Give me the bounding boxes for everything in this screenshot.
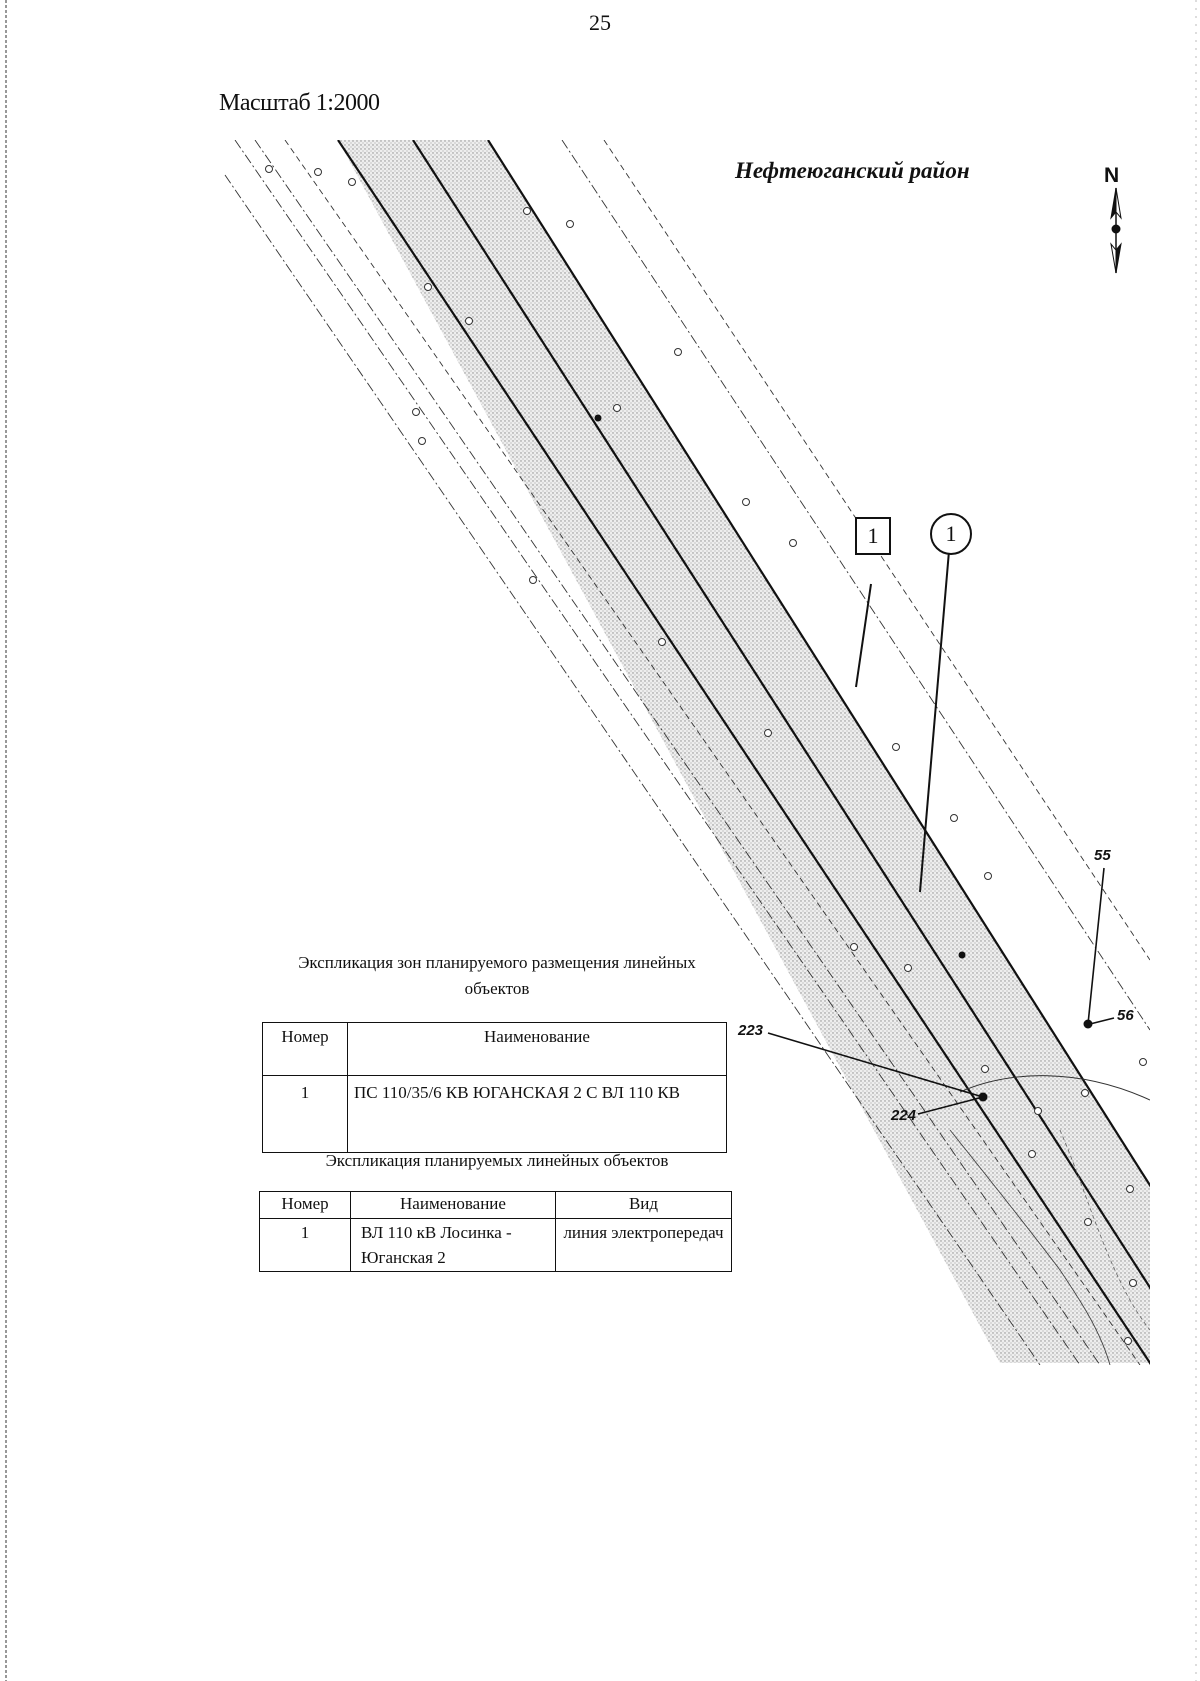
- zones-table: Номер Наименование 1 ПС 110/35/6 КВ ЮГАН…: [262, 1022, 727, 1153]
- zone-callout: 1: [855, 517, 891, 555]
- line-callout: 1: [930, 513, 972, 555]
- header-number: Номер: [262, 1022, 348, 1076]
- header-number: Номер: [259, 1191, 351, 1219]
- cell-name: ВЛ 110 кВ Лосинка - Юганская 2: [350, 1218, 556, 1272]
- curved-contour-2: [949, 1129, 1111, 1365]
- zone-boundary-left: [337, 140, 1150, 1365]
- zones-table-caption: Экспликация зон планируемого размещения …: [298, 953, 696, 998]
- north-arrow-icon: [1110, 187, 1122, 274]
- point-223-leader: [767, 1032, 984, 1098]
- lines-table: Номер Наименование Вид 1 ВЛ 110 кВ Лосин…: [259, 1191, 732, 1272]
- point-label-224: 224: [891, 1107, 917, 1124]
- point-label-56: 56: [1117, 1007, 1134, 1024]
- north-label: N: [1104, 164, 1120, 187]
- point-56-leader: [1089, 1017, 1115, 1025]
- power-line-axis: [412, 140, 1150, 1290]
- curved-contour-3: [1059, 1129, 1150, 1331]
- table-row: 1 ПС 110/35/6 КВ ЮГАНСКАЯ 2 С ВЛ 110 КВ: [262, 1075, 727, 1153]
- zone-boundary-right: [487, 140, 1150, 1188]
- cell-type: линия электропередач: [555, 1218, 732, 1272]
- survey-markers: [265, 165, 1147, 1345]
- curved-contour: [959, 1075, 1150, 1101]
- line-callout-leader: [919, 550, 950, 893]
- boundary-point-224: [978, 1092, 988, 1102]
- boundary-point-56: [1083, 1019, 1093, 1029]
- point-label-55: 55: [1094, 847, 1111, 864]
- table-row: 1 ВЛ 110 кВ Лосинка - Юганская 2 линия э…: [259, 1218, 732, 1272]
- support-point: [958, 951, 966, 959]
- cell-name: ПС 110/35/6 КВ ЮГАНСКАЯ 2 С ВЛ 110 КВ: [347, 1075, 727, 1153]
- point-55-leader: [1087, 867, 1105, 1025]
- district-label: Нефтеюганский район: [735, 158, 970, 183]
- cell-number: 1: [259, 1218, 351, 1272]
- header-name: Наименование: [350, 1191, 556, 1219]
- lines-table-caption: Экспликация планируемых линейных объекто…: [325, 1151, 669, 1170]
- support-point: [594, 414, 602, 422]
- table-header-row: Номер Наименование: [262, 1022, 727, 1076]
- map-scale: Масштаб 1:2000: [219, 90, 380, 116]
- header-name: Наименование: [347, 1022, 727, 1076]
- zone-callout-leader: [855, 583, 872, 688]
- cell-number: 1: [262, 1075, 348, 1153]
- point-label-223: 223: [738, 1022, 764, 1039]
- page-number: 25: [589, 10, 611, 35]
- header-type: Вид: [555, 1191, 732, 1219]
- point-224-leader: [917, 1096, 984, 1115]
- table-header-row: Номер Наименование Вид: [259, 1191, 732, 1219]
